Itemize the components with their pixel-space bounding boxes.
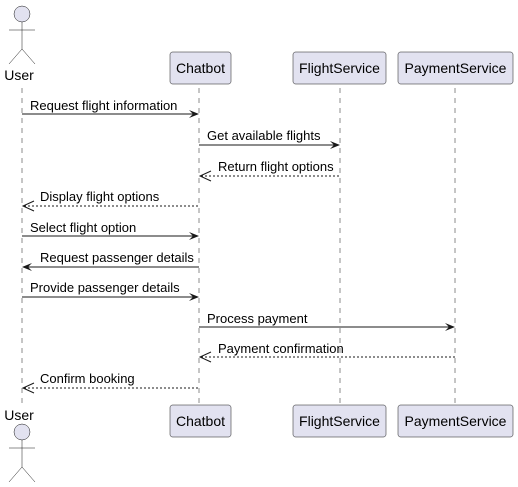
participant-label-paymentservice-top: PaymentService xyxy=(405,60,507,76)
message-label: Confirm booking xyxy=(40,371,135,386)
actor-head-icon xyxy=(13,423,31,441)
participant-label-chatbot-top: Chatbot xyxy=(176,60,225,76)
arrowhead-icon xyxy=(21,200,35,212)
message-10: Confirm booking xyxy=(21,371,199,394)
participant-label-flightservice-bottom: FlightService xyxy=(299,413,380,429)
actor-user-bottom: User xyxy=(4,407,36,483)
arrowhead-icon xyxy=(189,293,199,301)
participant-chatbot-top: Chatbot xyxy=(169,51,232,85)
actor-head-icon xyxy=(13,5,31,23)
message-4: Display flight options xyxy=(21,189,199,212)
actor-user-top: User xyxy=(4,5,36,83)
participant-flightservice-bottom: FlightService xyxy=(292,404,387,438)
participant-paymentservice-top: PaymentService xyxy=(397,51,514,85)
message-1: Request flight information xyxy=(22,98,199,118)
arrowhead-icon xyxy=(445,323,455,331)
participant-label-flightservice-top: FlightService xyxy=(299,60,380,76)
message-label: Return flight options xyxy=(218,159,334,174)
message-label: Payment confirmation xyxy=(218,341,344,356)
message-label: Request flight information xyxy=(30,98,177,113)
arrowhead-icon xyxy=(22,263,32,271)
participant-flightservice-top: FlightService xyxy=(292,51,387,85)
message-8: Process payment xyxy=(199,311,455,331)
message-label: Display flight options xyxy=(40,189,160,204)
message-3: Return flight options xyxy=(198,159,340,182)
message-label: Request passenger details xyxy=(40,250,194,265)
message-label: Process payment xyxy=(207,311,308,326)
participant-label-chatbot-bottom: Chatbot xyxy=(176,413,225,429)
message-6: Request passenger details xyxy=(22,250,199,271)
arrowhead-icon xyxy=(21,382,35,394)
message-7: Provide passenger details xyxy=(22,280,199,301)
message-label: Select flight option xyxy=(30,220,136,235)
participant-paymentservice-bottom: PaymentService xyxy=(397,404,514,438)
arrowhead-icon xyxy=(330,141,340,149)
message-label: Get available flights xyxy=(207,128,321,143)
message-label: Provide passenger details xyxy=(30,280,180,295)
actor-label-user-top: User xyxy=(4,67,34,83)
arrowhead-icon xyxy=(198,170,212,182)
message-9: Payment confirmation xyxy=(198,341,455,363)
arrowhead-icon xyxy=(189,110,199,118)
message-2: Get available flights xyxy=(199,128,340,149)
participant-label-paymentservice-bottom: PaymentService xyxy=(405,413,507,429)
participant-chatbot-bottom: Chatbot xyxy=(169,404,232,438)
message-5: Select flight option xyxy=(22,220,199,240)
arrowhead-icon xyxy=(198,351,212,363)
actor-label-user-bottom: User xyxy=(4,407,34,423)
arrowhead-icon xyxy=(189,232,199,240)
